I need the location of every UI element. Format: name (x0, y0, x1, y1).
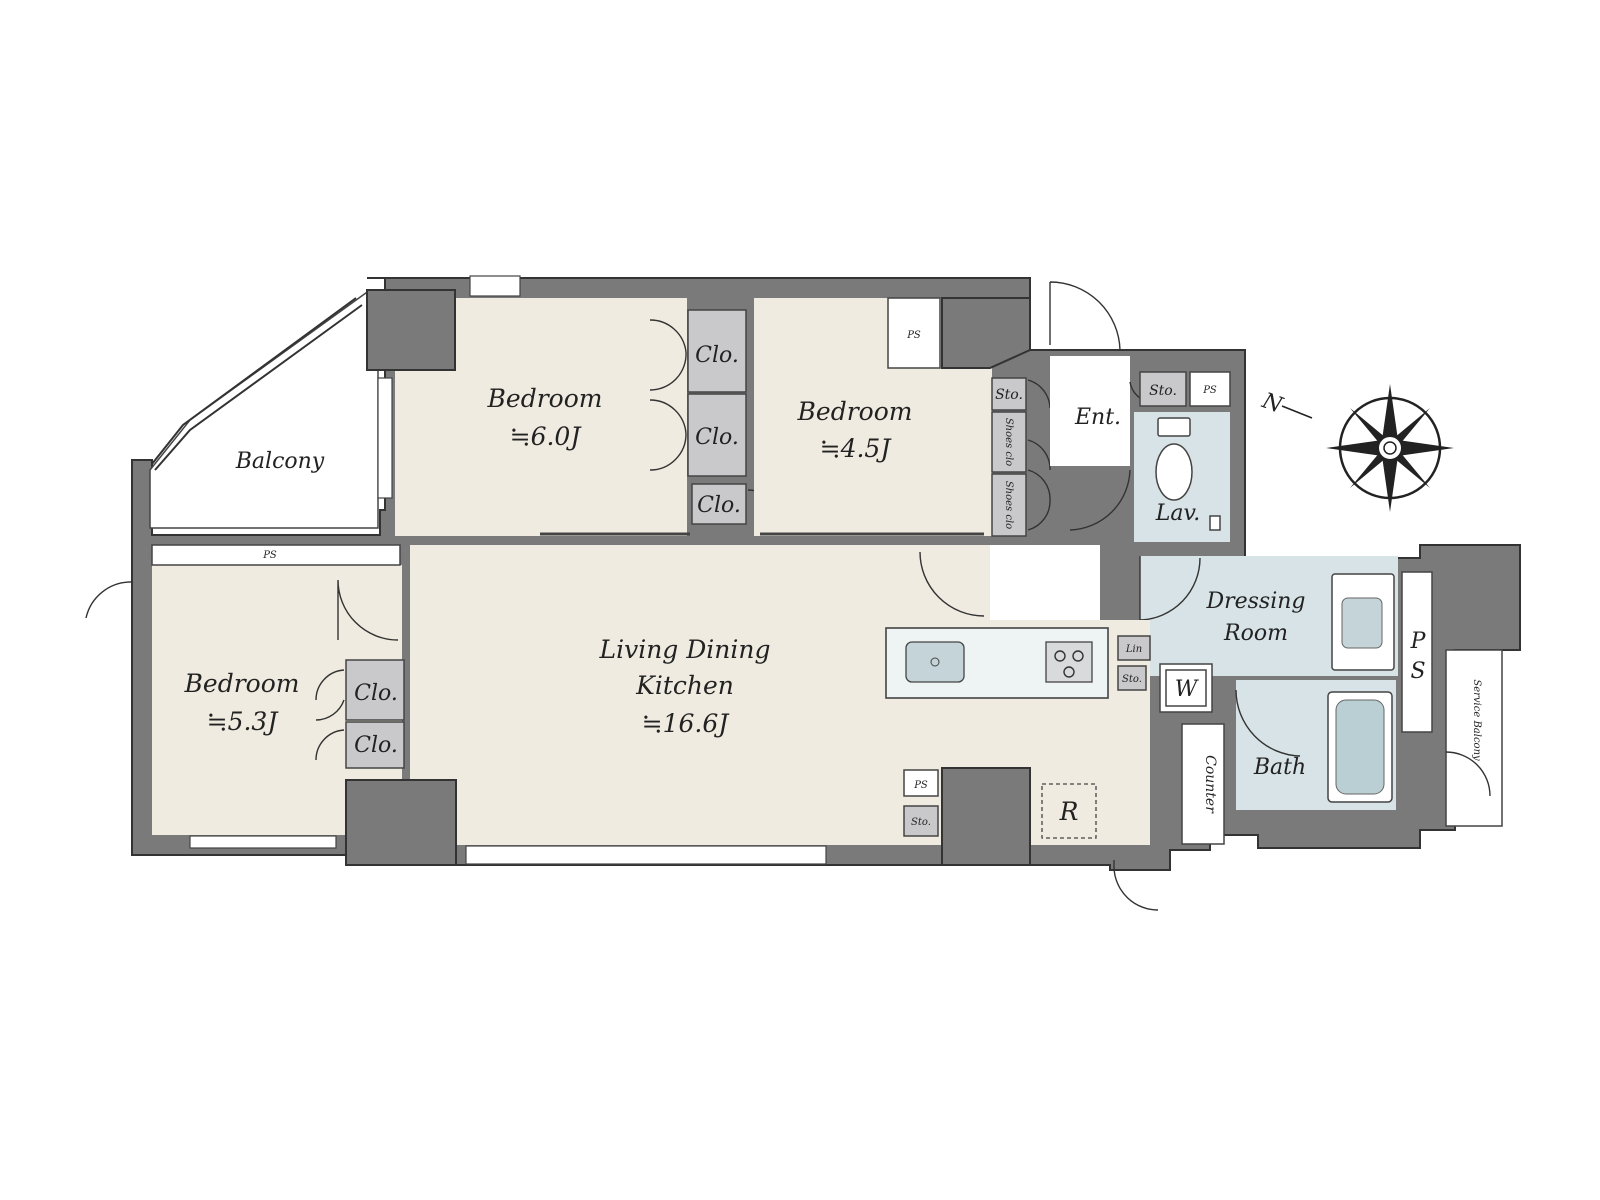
ps-label-1: PS (906, 330, 921, 341)
compass-north-label: N (1258, 388, 1286, 419)
closet-label-4: Clo. (354, 681, 398, 706)
entrance-label: Ent. (1074, 405, 1121, 430)
storage-label-3: Sto. (1122, 674, 1142, 685)
ldk-label-1: Living Dining (598, 635, 770, 664)
kitchen-ps-storage: PS Sto. (903, 769, 939, 837)
ps-label-2: PS (1202, 385, 1217, 396)
dressing-room: Dressing Room (1139, 556, 1398, 676)
shoes-closet-column: Sto. Shoes clo Shoes clo (991, 377, 1051, 537)
ps-label-3: PS (262, 550, 277, 561)
ps-s-label: S (1410, 659, 1425, 684)
shoes-closet-label-1: Shoes clo (1003, 418, 1014, 466)
bedroom-2: PS Bedroom ≒4.5J (754, 278, 1031, 536)
windows (189, 275, 984, 865)
ps-column: P S (1401, 571, 1433, 733)
ps-label-4: PS (913, 780, 928, 791)
counter: Counter (1181, 723, 1225, 845)
lavatory-label: Lav. (1155, 501, 1201, 526)
service-balcony: Service Balcony (1445, 649, 1503, 827)
lavatory: Lav. (1134, 412, 1230, 542)
refrigerator-space: R (1041, 783, 1097, 839)
storage-label-1: Sto. (995, 387, 1023, 403)
dressing-label-2: Room (1223, 621, 1288, 646)
bedroom-1: Bedroom ≒6.0J (366, 289, 687, 536)
ps-strip: PS (151, 544, 401, 566)
bedroom-3-label: Bedroom (184, 669, 300, 698)
service-balcony-label: Service Balcony (1471, 679, 1482, 761)
closet-label-2: Clo. (695, 425, 739, 450)
closets-bedroom-1: Clo. Clo. Clo. (649, 309, 781, 525)
entrance-storage: Sto. PS (1139, 371, 1231, 407)
washer-label: W (1175, 677, 1200, 702)
counter-label: Counter (1202, 755, 1218, 814)
balcony-label: Balcony (235, 449, 325, 474)
kitchen-counter (885, 627, 1109, 699)
bedroom-2-label: Bedroom (797, 397, 913, 426)
bath-label: Bath (1253, 755, 1306, 780)
ldk-size: ≒16.6J (642, 709, 731, 738)
entrance: Ent. (1049, 281, 1151, 531)
storage-label-4: Sto. (911, 817, 931, 828)
bedroom-1-label: Bedroom (487, 384, 603, 413)
shoes-closet-label-2: Shoes clo (1003, 481, 1014, 529)
bath: Bath (1235, 680, 1396, 810)
ldk-label-2: Kitchen (635, 671, 734, 700)
balcony-area: Balcony (149, 289, 379, 529)
ldk: Living Dining Kitchen ≒16.6J (345, 545, 1159, 911)
closet-label-3: Clo. (697, 493, 741, 518)
ps-p-label: P (1410, 629, 1427, 654)
closet-label-5: Clo. (354, 733, 398, 758)
storage-label-2: Sto. (1149, 383, 1177, 399)
closets-bedroom-3: Clo. Clo. (315, 659, 405, 769)
dressing-label-1: Dressing (1205, 589, 1305, 614)
bedroom-1-size: ≒6.0J (510, 422, 583, 451)
bedroom-2-size: ≒4.5J (820, 434, 893, 463)
bedroom-3-size: ≒5.3J (207, 707, 280, 736)
closet-label-1: Clo. (695, 343, 739, 368)
refrigerator-label: R (1059, 797, 1079, 826)
linen-label: Lin (1125, 644, 1142, 655)
utility-storage: Lin Sto. W (1117, 635, 1213, 713)
compass-icon: N (1258, 384, 1454, 512)
